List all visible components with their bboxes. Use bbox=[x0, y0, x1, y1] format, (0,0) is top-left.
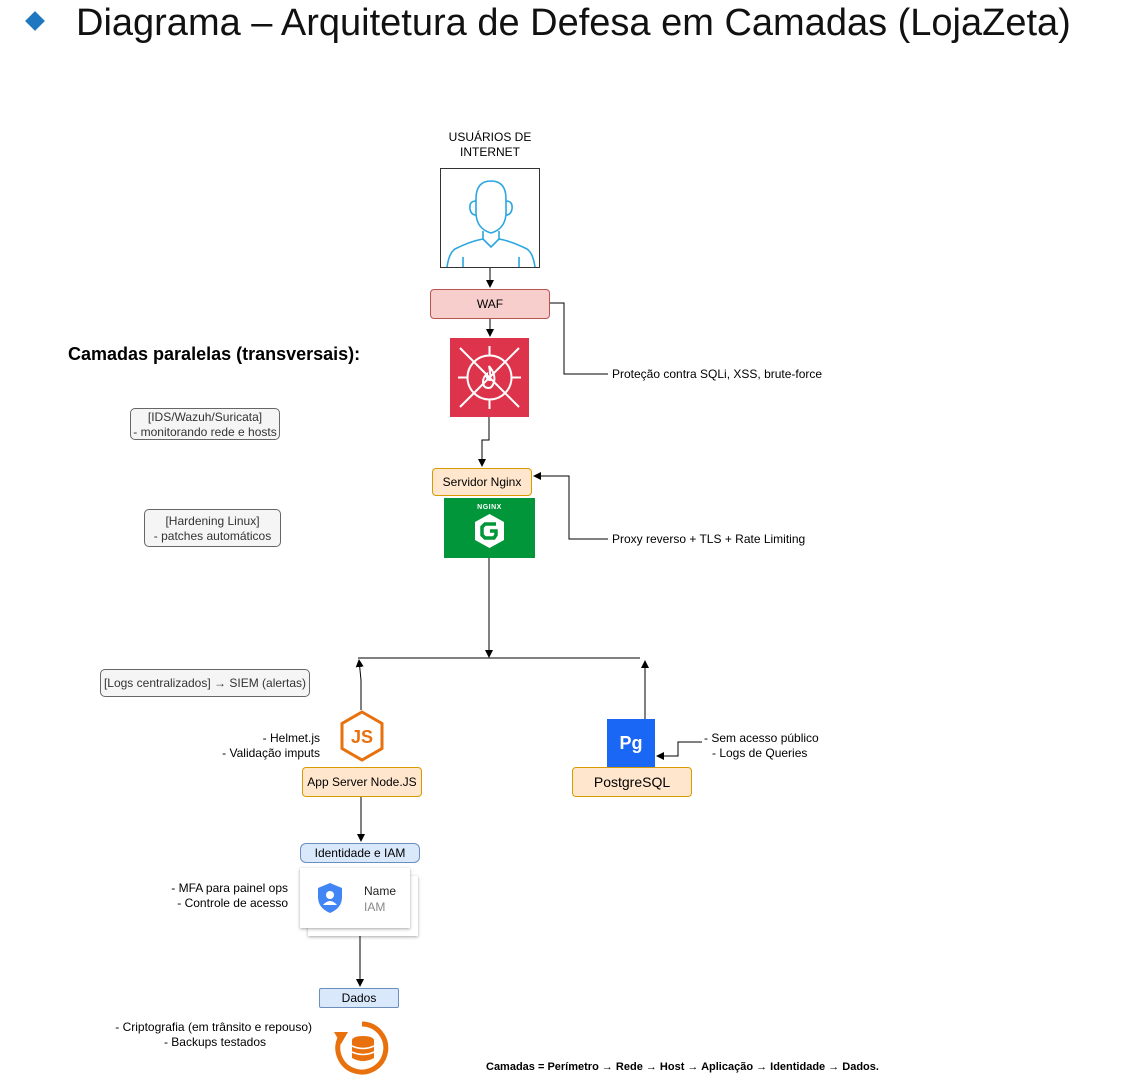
iam-note-2: - Controle de acesso bbox=[177, 896, 288, 910]
edge-node-up bbox=[355, 659, 364, 710]
parallel-heading: Camadas paralelas (transversais): bbox=[68, 344, 361, 364]
iam-card-name: Name bbox=[364, 884, 397, 898]
users-label: USUÁRIOS DE INTERNET bbox=[430, 130, 550, 160]
iam-notes: - MFA para painel ops - Controle de aces… bbox=[140, 881, 288, 911]
dados-notes: - Criptografia (em trânsito e repouso) -… bbox=[80, 1020, 312, 1050]
postgres-box[interactable]: PostgreSQL bbox=[572, 767, 692, 797]
iam-label[interactable]: Identidade e IAM bbox=[300, 843, 420, 863]
waf-note: Proteção contra SQLi, XSS, brute-force bbox=[612, 367, 823, 381]
ids-note-line1: [IDS/Wazuh/Suricata] bbox=[147, 410, 263, 424]
node-note-1: - Helmet.js bbox=[262, 731, 320, 745]
nginx-box[interactable]: Servidor Nginx bbox=[432, 468, 532, 496]
nginx-note: Proxy reverso + TLS + Rate Limiting bbox=[612, 532, 806, 546]
svg-text:JS: JS bbox=[351, 727, 373, 747]
iam-shield-icon bbox=[318, 883, 342, 913]
dados-note-1: - Criptografia (em trânsito e repouso) bbox=[115, 1020, 312, 1034]
node-notes: - Helmet.js - Validação imputs bbox=[180, 731, 320, 761]
edge-waf-note bbox=[550, 302, 608, 375]
postgres-note-2: - Logs de Queries bbox=[712, 746, 808, 760]
edge-pg-note bbox=[656, 741, 702, 760]
ids-note: [IDS/Wazuh/Suricata] - monitorando rede … bbox=[130, 408, 280, 440]
users-label-line1: USUÁRIOS DE bbox=[448, 130, 532, 144]
postgres-icon: Pg bbox=[607, 719, 655, 767]
postgres-note-1: - Sem acesso público bbox=[704, 731, 819, 745]
page-title: Diagrama – Arquitetura de Defesa em Cama… bbox=[76, 2, 1071, 44]
hardening-note-line2: - patches automáticos bbox=[153, 529, 272, 543]
edge-nginx-note bbox=[533, 472, 608, 540]
node-server-box[interactable]: App Server Node.JS bbox=[302, 767, 422, 797]
nginx-icon: NGINX bbox=[444, 498, 535, 558]
database-backup-icon bbox=[332, 1018, 392, 1078]
users-label-line2: INTERNET bbox=[460, 145, 520, 159]
ids-note-line2: - monitorando rede e hosts bbox=[133, 425, 277, 439]
logs-note: [Logs centralizados] → SIEM (alertas) bbox=[100, 669, 310, 697]
iam-card[interactable]: Name IAM bbox=[300, 868, 410, 928]
edge-waf-nginx bbox=[478, 417, 490, 467]
node-note-2: - Validação imputs bbox=[222, 746, 320, 760]
footer-layers: Camadas = Perímetro → Rede → Host → Apli… bbox=[486, 1061, 879, 1073]
nginx-icon-text: NGINX bbox=[477, 504, 502, 511]
iam-card-sub: IAM bbox=[364, 900, 386, 914]
user-icon bbox=[440, 168, 540, 268]
hardening-note: [Hardening Linux] - patches automáticos bbox=[144, 509, 281, 547]
dados-label[interactable]: Dados bbox=[319, 988, 399, 1008]
hardening-note-line1: [Hardening Linux] bbox=[165, 514, 260, 528]
postgres-notes: - Sem acesso público - Logs de Queries bbox=[704, 731, 819, 761]
nodejs-icon: JS bbox=[338, 710, 386, 762]
waf-firewall-icon bbox=[450, 338, 529, 417]
dados-note-2: - Backups testados bbox=[163, 1035, 266, 1049]
iam-note-1: - MFA para painel ops bbox=[171, 881, 288, 895]
waf-box[interactable]: WAF bbox=[430, 289, 550, 319]
